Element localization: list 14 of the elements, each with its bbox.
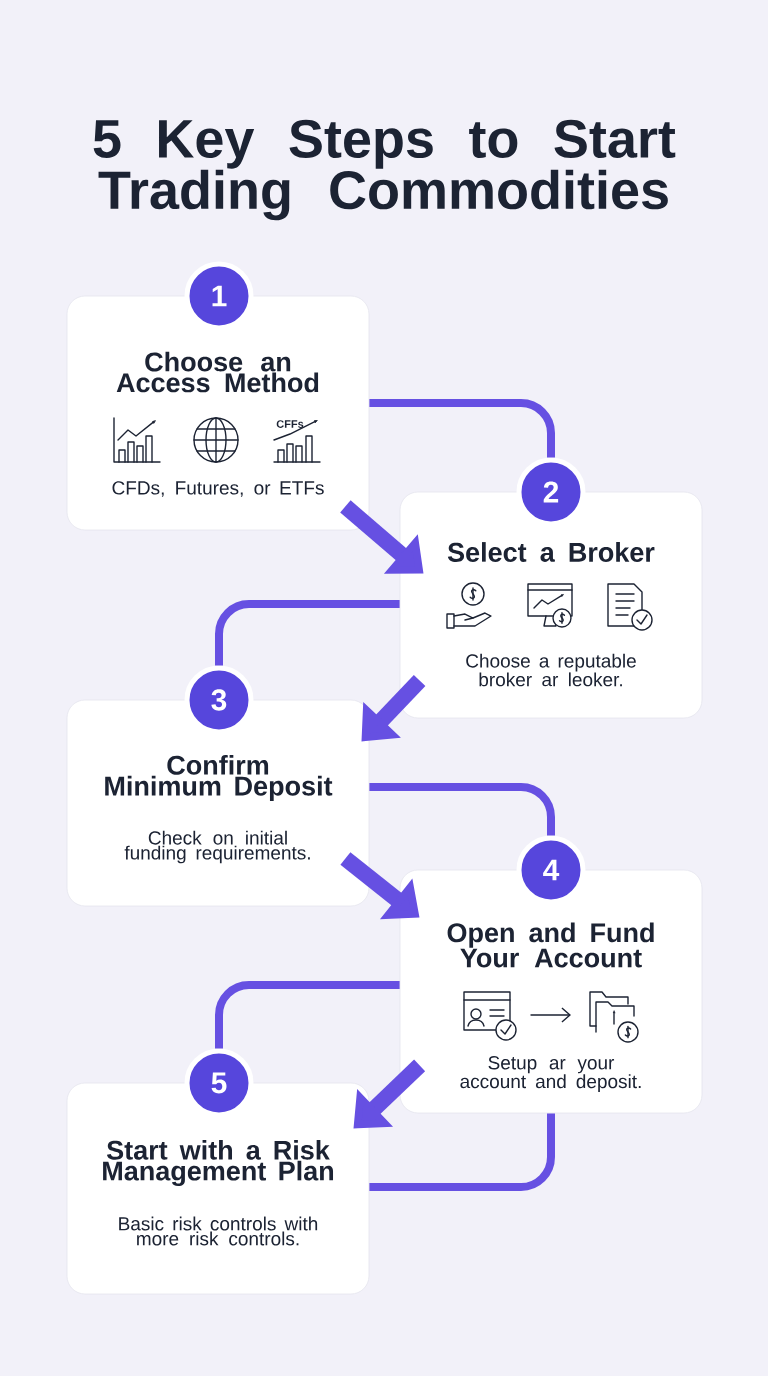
title: 5 Key Steps to Start Trading Commodities [93,119,676,221]
step-description: CFDs, Futures, or ETFs [112,481,324,497]
step-heading: Select a Broker [447,542,655,562]
step-heading: Start with a Risk Management Plan [103,1139,333,1187]
arrow [361,674,426,742]
step-description: Check on initial funding requirements. [124,830,310,864]
step-heading: Confirm Minimum Deposit [105,755,333,801]
step-description: Setup ar your account and deposit. [460,1056,641,1092]
step-description: Choose a reputable broker ar leoker. [466,653,636,687]
step-description: Basic risk controls with more risk controls. [119,1216,318,1246]
step-heading: Choose an Access Method [116,351,319,393]
icon-label: CFFs [276,420,304,428]
arrow [353,1059,426,1129]
step-heading: Open and Fund Your Account [447,922,654,968]
